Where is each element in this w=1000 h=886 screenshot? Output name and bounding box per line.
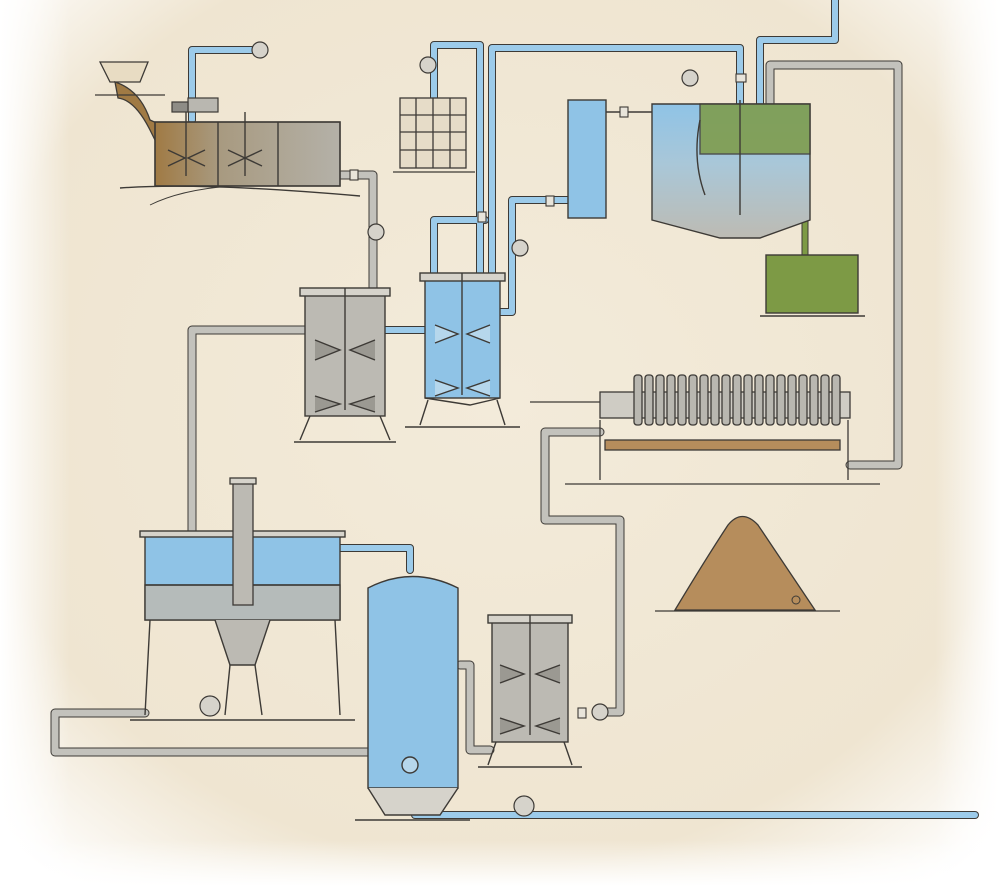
- pump-icon[interactable]: [591, 703, 609, 721]
- pump-icon[interactable]: [199, 695, 221, 717]
- storage-tank[interactable]: [355, 575, 470, 821]
- dosing-tank[interactable]: [405, 272, 520, 428]
- reactor-tank-1[interactable]: [294, 287, 396, 443]
- filter-plates: [633, 374, 841, 426]
- buffer-tank[interactable]: [567, 99, 652, 219]
- pump-icon[interactable]: [513, 795, 535, 817]
- filter-press[interactable]: [530, 374, 880, 485]
- motor-icon: [171, 97, 219, 113]
- clarifier-center-column: [229, 477, 257, 606]
- recycle-icon: [791, 595, 801, 605]
- pump-icon[interactable]: [251, 41, 269, 59]
- pump-icon[interactable]: [419, 56, 437, 74]
- pipe-network: [50, 0, 979, 819]
- reactor-tank-3[interactable]: [478, 614, 582, 768]
- paper-fade-right: [935, 0, 1000, 886]
- filter-cake-pile: [655, 515, 840, 612]
- pump-icon[interactable]: [511, 239, 529, 257]
- ibc-container[interactable]: [393, 97, 475, 173]
- valve-icon[interactable]: [349, 73, 747, 719]
- mixing-tank[interactable]: [119, 112, 361, 206]
- sludge-tank[interactable]: [760, 254, 865, 317]
- pump-icon[interactable]: [367, 223, 385, 241]
- paper-fade-bottom: [0, 840, 1000, 886]
- pump-icon[interactable]: [681, 69, 699, 87]
- clarifier[interactable]: [651, 100, 811, 239]
